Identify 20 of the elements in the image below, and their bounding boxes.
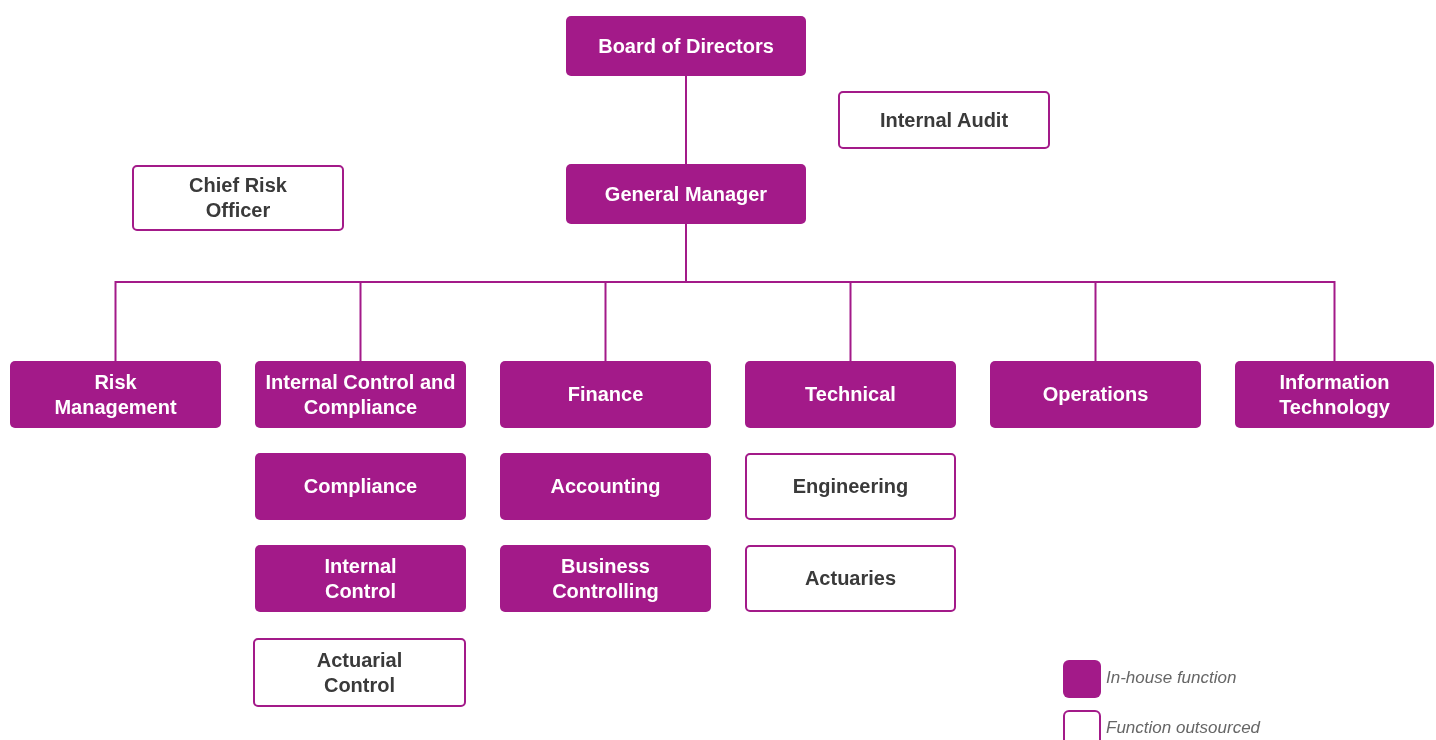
outsourced-function-box: Actuaries xyxy=(745,545,956,612)
function-box: Accounting xyxy=(500,453,711,520)
function-box: Compliance xyxy=(255,453,466,520)
legend-label: Function outsourced xyxy=(1106,718,1261,738)
function-box: Internal Control and Compliance xyxy=(255,361,466,428)
function-box: Operations xyxy=(990,361,1201,428)
function-box: General Manager xyxy=(566,164,806,224)
function-box: Internal Control xyxy=(255,545,466,612)
function-box: Technical xyxy=(745,361,956,428)
function-box: Board of Directors xyxy=(566,16,806,76)
function-box: Finance xyxy=(500,361,711,428)
legend-label: In-house function xyxy=(1106,668,1237,688)
outsourced-function-box: Chief Risk Officer xyxy=(132,165,344,231)
outsourced-function-box: Actuarial Control xyxy=(253,638,466,707)
outsourced-function-box: Engineering xyxy=(745,453,956,520)
outsourced-function-box: Internal Audit xyxy=(838,91,1050,149)
function-box: Business Controlling xyxy=(500,545,711,612)
function-box: Information Technology xyxy=(1235,361,1434,428)
connector-line xyxy=(685,75,687,165)
function-box: Risk Management xyxy=(10,361,221,428)
